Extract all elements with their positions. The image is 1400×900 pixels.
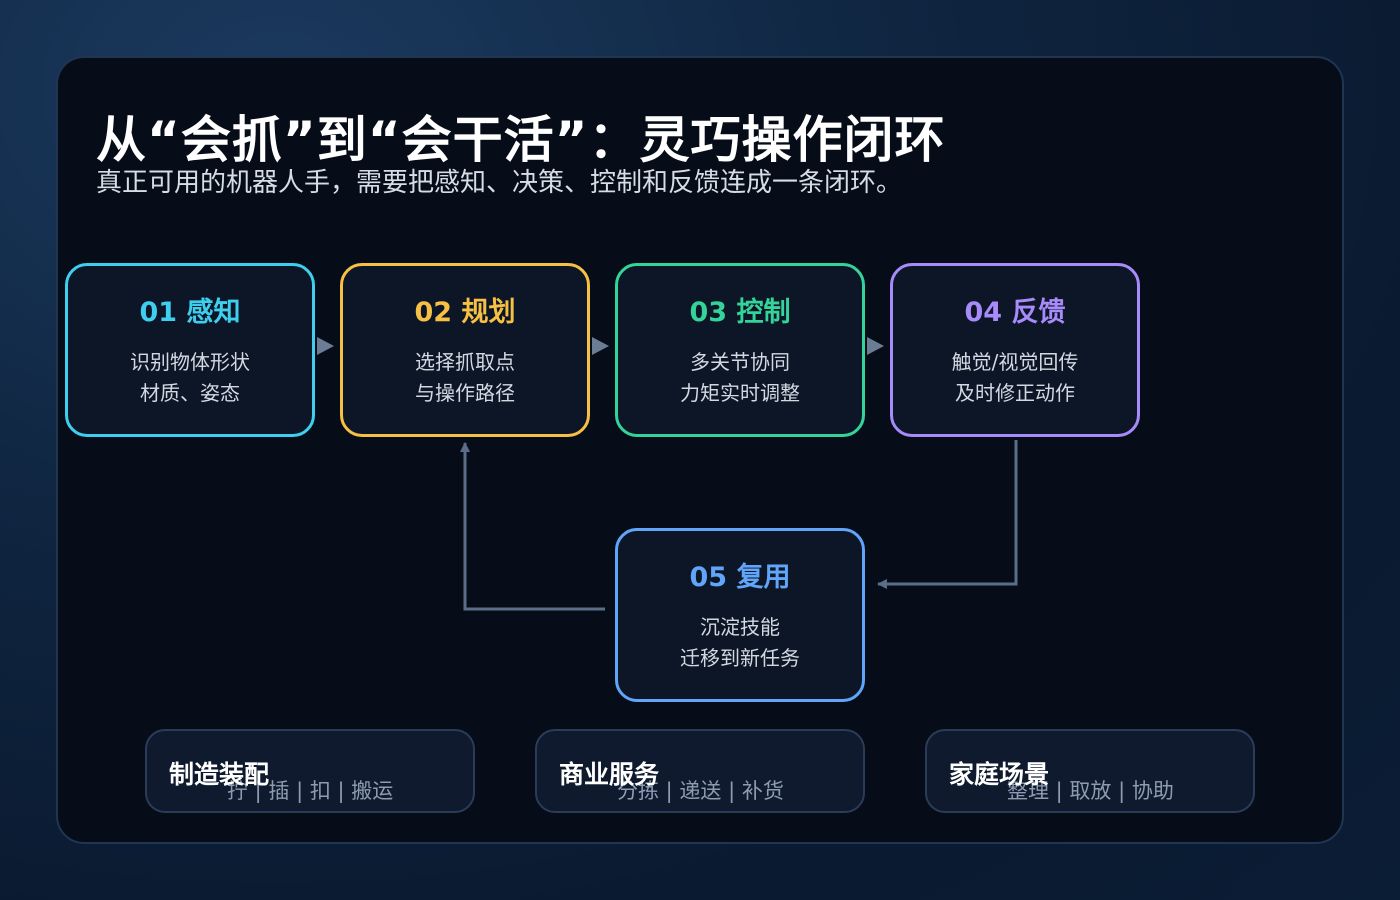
scenario-name: 商业服务 [559,760,660,789]
step-heading: 05 复用 [689,562,791,593]
scenario-name: 制造装配 [169,760,270,789]
feedback-to-reuse-connector [877,440,1018,589]
page-subtitle: 真正可用的机器人手，需要把感知、决策、控制和反馈连成一条闭环。 [96,168,903,198]
step-card-feedback: 04 反馈 触觉/视觉回传 及时修正动作 [890,263,1140,437]
step-card-reuse: 05 复用 沉淀技能 迁移到新任务 [615,528,865,702]
step-heading: 03 控制 [689,297,791,328]
scenario-card-home: 整理 | 取放 | 协助 家庭场景 [925,729,1255,813]
step-heading: 02 规划 [414,297,516,328]
scenario-name: 家庭场景 [949,760,1050,789]
step-card-planning: 02 规划 选择抓取点 与操作路径 [340,263,590,437]
step-line: 与操作路径 [415,381,515,405]
reuse-to-plan-connector [460,442,605,611]
step-heading: 04 反馈 [964,297,1066,328]
step-line: 材质、姿态 [140,381,240,405]
step-line: 触觉/视觉回传 [951,350,1079,374]
step-line: 选择抓取点 [415,350,515,374]
arrow-right-icon [592,337,609,355]
step-heading: 01 感知 [139,297,241,328]
page-title: 从“会抓”到“会干活”：灵巧操作闭环 [96,111,946,169]
step-card-perception: 01 感知 识别物体形状 材质、姿态 [65,263,315,437]
arrow-right-icon [867,337,884,355]
step-line: 多关节协同 [690,350,790,374]
step-card-control: 03 控制 多关节协同 力矩实时调整 [615,263,865,437]
scenario-items: 整理 | 取放 | 协助 [1007,779,1174,803]
arrow-right-icon [317,337,334,355]
scenario-items: 分拣 | 递送 | 补货 [617,779,784,803]
step-line: 沉淀技能 [700,615,780,639]
scenario-card-commercial: 分拣 | 递送 | 补货 商业服务 [535,729,865,813]
main-panel [56,56,1344,844]
step-line: 力矩实时调整 [680,381,800,405]
step-line: 迁移到新任务 [680,646,800,670]
step-line: 及时修正动作 [955,381,1075,405]
scenario-items: 拧 | 插 | 扣 | 搬运 [227,779,394,803]
scenario-card-manufacturing: 拧 | 插 | 扣 | 搬运 制造装配 [145,729,475,813]
step-line: 识别物体形状 [130,350,250,374]
